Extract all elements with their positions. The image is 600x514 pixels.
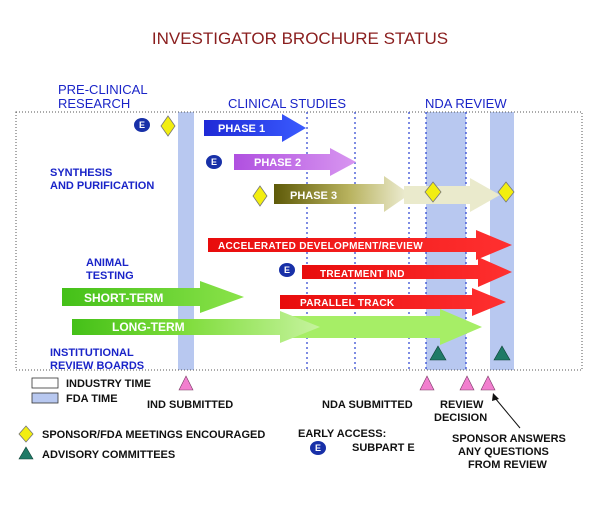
legend-advisory-triangle bbox=[18, 446, 34, 460]
long-term-extension-arrow bbox=[290, 309, 482, 345]
long-term-label: LONG-TERM bbox=[112, 320, 185, 334]
phase3-extension-arrow bbox=[404, 178, 500, 212]
sponsor-answers-pointer-head bbox=[492, 393, 499, 401]
ind-submitted-label: IND SUBMITTED bbox=[147, 399, 233, 411]
animal-testing-label-line2: TESTING bbox=[86, 270, 134, 282]
legend-early-access-label-line1: EARLY ACCESS: bbox=[298, 428, 386, 440]
legend-early-access-marker: E bbox=[310, 441, 326, 455]
parallel-track-arrow bbox=[280, 288, 506, 316]
early-access-marker-3: E bbox=[279, 263, 295, 277]
treatment-ind-label: TREATMENT IND bbox=[320, 269, 405, 280]
long-term-arrow bbox=[72, 311, 320, 343]
phase2-label: PHASE 2 bbox=[254, 157, 301, 169]
legend-fda-time-swatch bbox=[31, 392, 59, 404]
legend-meetings-diamond bbox=[18, 425, 34, 443]
early-access-marker-2: E bbox=[206, 155, 222, 169]
phase3-label: PHASE 3 bbox=[290, 190, 337, 202]
review-decision-triangle bbox=[459, 375, 475, 391]
accelerated-development-label: ACCELERATED DEVELOPMENT/REVIEW bbox=[218, 241, 423, 252]
nda-submitted-label: NDA SUBMITTED bbox=[322, 399, 413, 411]
diagram-title: INVESTIGATOR BROCHURE STATUS bbox=[152, 29, 448, 48]
e-marker-label: E bbox=[284, 265, 290, 275]
legend-industry-time-label: INDUSTRY TIME bbox=[66, 378, 151, 390]
sponsor-answers-label-line3: FROM REVIEW bbox=[468, 459, 547, 471]
meeting-diamond-nda bbox=[424, 181, 442, 203]
short-term-arrow bbox=[62, 281, 244, 313]
sponsor-answers-label-line1: SPONSOR ANSWERS bbox=[452, 433, 566, 445]
timeline-frame bbox=[15, 111, 583, 371]
legend-early-access-label-line2: SUBPART E bbox=[352, 442, 415, 454]
e-marker-label: E bbox=[315, 443, 321, 453]
advisory-committee-triangle-2 bbox=[493, 345, 511, 361]
legend-advisory-label: ADVISORY COMMITTEES bbox=[42, 449, 175, 461]
irb-label-line2: REVIEW BOARDS bbox=[50, 360, 144, 372]
synthesis-label-line2: AND PURIFICATION bbox=[50, 180, 154, 192]
phase3-arrow bbox=[274, 176, 410, 212]
advisory-committee-triangle-1 bbox=[429, 345, 447, 361]
review-decision-label-line1: REVIEW bbox=[440, 399, 484, 411]
phase2-arrow bbox=[234, 148, 356, 176]
irb-label-line1: INSTITUTIONAL bbox=[50, 347, 134, 359]
synthesis-label-line1: SYNTHESIS bbox=[50, 167, 112, 179]
legend-industry-time-swatch bbox=[31, 377, 59, 389]
meeting-diamond-preclinical bbox=[160, 115, 176, 137]
sponsor-answers-triangle bbox=[480, 375, 496, 391]
phase1-label: PHASE 1 bbox=[218, 123, 265, 135]
ind-submitted-triangle bbox=[178, 375, 194, 391]
animal-testing-label-line1: ANIMAL bbox=[86, 257, 129, 269]
preclinical-header-line1: PRE-CLINICAL bbox=[58, 82, 148, 97]
nda-review-header: NDA REVIEW bbox=[425, 96, 507, 111]
sponsor-answers-label-line2: ANY QUESTIONS bbox=[458, 446, 549, 458]
e-marker-label: E bbox=[211, 157, 217, 167]
meeting-diamond-phase3 bbox=[252, 185, 268, 207]
e-marker-label: E bbox=[139, 120, 145, 130]
accelerated-development-arrow bbox=[208, 230, 512, 260]
preclinical-header-line2: RESEARCH bbox=[58, 96, 130, 111]
sponsor-answers-pointer bbox=[494, 397, 521, 429]
legend-meetings-label: SPONSOR/FDA MEETINGS ENCOURAGED bbox=[42, 429, 265, 441]
phase1-arrow bbox=[204, 114, 306, 142]
early-access-marker-1: E bbox=[134, 118, 150, 132]
parallel-track-label: PARALLEL TRACK bbox=[300, 298, 395, 309]
meeting-diamond-review bbox=[497, 181, 515, 203]
treatment-ind-arrow bbox=[302, 257, 512, 287]
short-term-label: SHORT-TERM bbox=[84, 291, 163, 305]
legend-fda-time-label: FDA TIME bbox=[66, 393, 118, 405]
review-decision-label-line2: DECISION bbox=[434, 412, 487, 424]
clinical-studies-header: CLINICAL STUDIES bbox=[228, 96, 346, 111]
nda-submitted-triangle bbox=[419, 375, 435, 391]
